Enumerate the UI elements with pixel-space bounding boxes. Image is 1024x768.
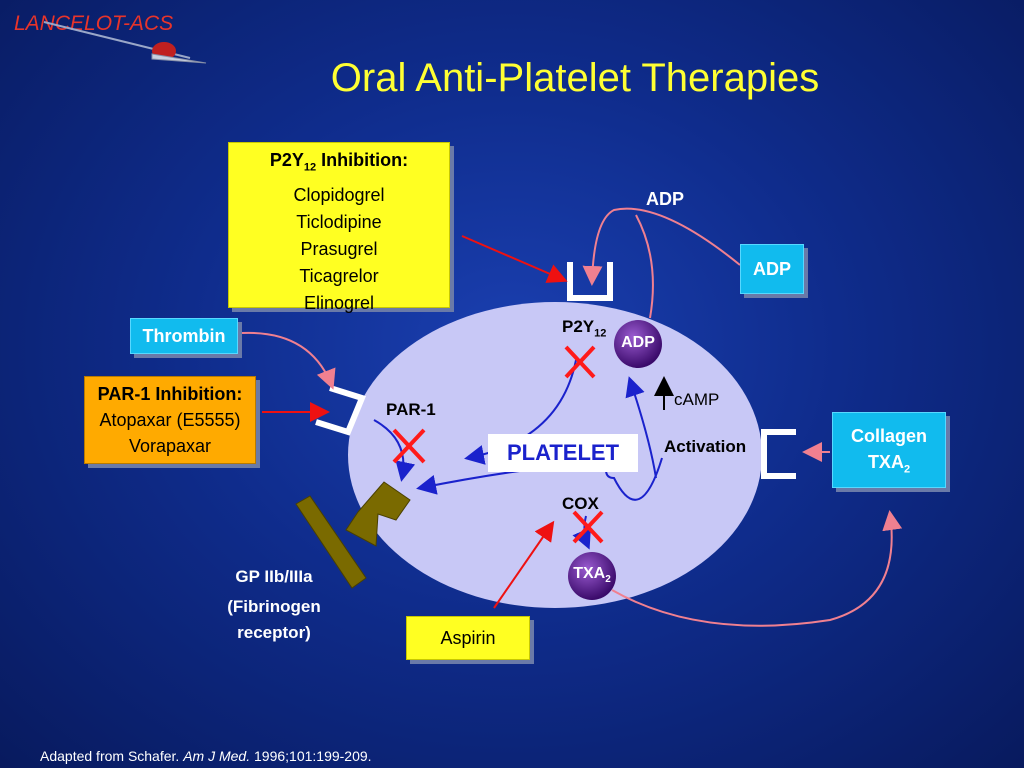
p2y12-inhibition-box: P2Y12 Inhibition: Clopidogrel Ticlodipin… (228, 142, 450, 313)
drug-ticagrelor: Ticagrelor (299, 265, 379, 286)
brand-logo-text: LANCELOT-ACS (14, 12, 174, 35)
txa2-circle (568, 552, 616, 600)
camp-label: cAMP (674, 390, 720, 409)
gp-line2: (Fibrinogen (227, 597, 321, 616)
gp-receptor-right (345, 481, 411, 547)
drug-clopidogrel: Clopidogrel (293, 184, 385, 205)
page-title: Oral Anti-Platelet Therapies (330, 56, 820, 100)
par1-label: PAR-1 (386, 400, 436, 419)
gp-label: GP IIb/IIIa (Fibrinogen receptor) (212, 564, 336, 646)
adp-circle-label: ADP (621, 334, 655, 351)
gp-line3: receptor) (237, 623, 311, 642)
p2y12-label: P2Y12 (562, 317, 607, 340)
p2y12-receptor (567, 262, 613, 301)
txa2-label: TXA2 (867, 452, 911, 476)
txa2-circle-label: TXA2 (573, 565, 611, 586)
p2y12-heading: P2Y12 Inhibition: (269, 150, 409, 174)
par1-heading: PAR-1 Inhibition: (97, 384, 243, 404)
citation-footer: Adapted from Schafer. Am J Med. 1996;101… (40, 748, 372, 764)
drug-ticlodipine: Ticlodipine (296, 211, 382, 232)
thrombin-box: Thrombin (130, 318, 238, 354)
cox-block-x (572, 510, 604, 544)
par1-inhibition-box: PAR-1 Inhibition: Atopaxar (E5555) Vorap… (84, 376, 256, 464)
drug-atopaxar: Atopaxar (E5555) (99, 410, 241, 430)
drug-elinogrel: Elinogrel (303, 292, 375, 313)
collagen-box: Collagen TXA2 (832, 412, 946, 488)
activation-label: Activation (664, 437, 747, 456)
gp-line1: GP IIb/IIIa (235, 567, 313, 586)
collagen-receptor (761, 429, 796, 479)
lance-logo-icon (43, 21, 207, 64)
p2y12-block-x (564, 345, 596, 379)
collagen-label: Collagen (850, 426, 927, 446)
adp-label-top: ADP (646, 189, 685, 209)
aspirin-box: Aspirin (406, 616, 530, 660)
adp-box: ADP (740, 244, 804, 294)
adp-circle (614, 320, 662, 368)
drug-prasugrel: Prasugrel (300, 238, 378, 259)
par1-block-x (392, 428, 426, 464)
platelet-label: PLATELET (488, 434, 638, 472)
par1-receptor (315, 385, 367, 436)
drug-vorapaxar: Vorapaxar (128, 436, 212, 456)
cox-label: COX (562, 494, 599, 513)
gp-receptor-left (295, 495, 367, 589)
